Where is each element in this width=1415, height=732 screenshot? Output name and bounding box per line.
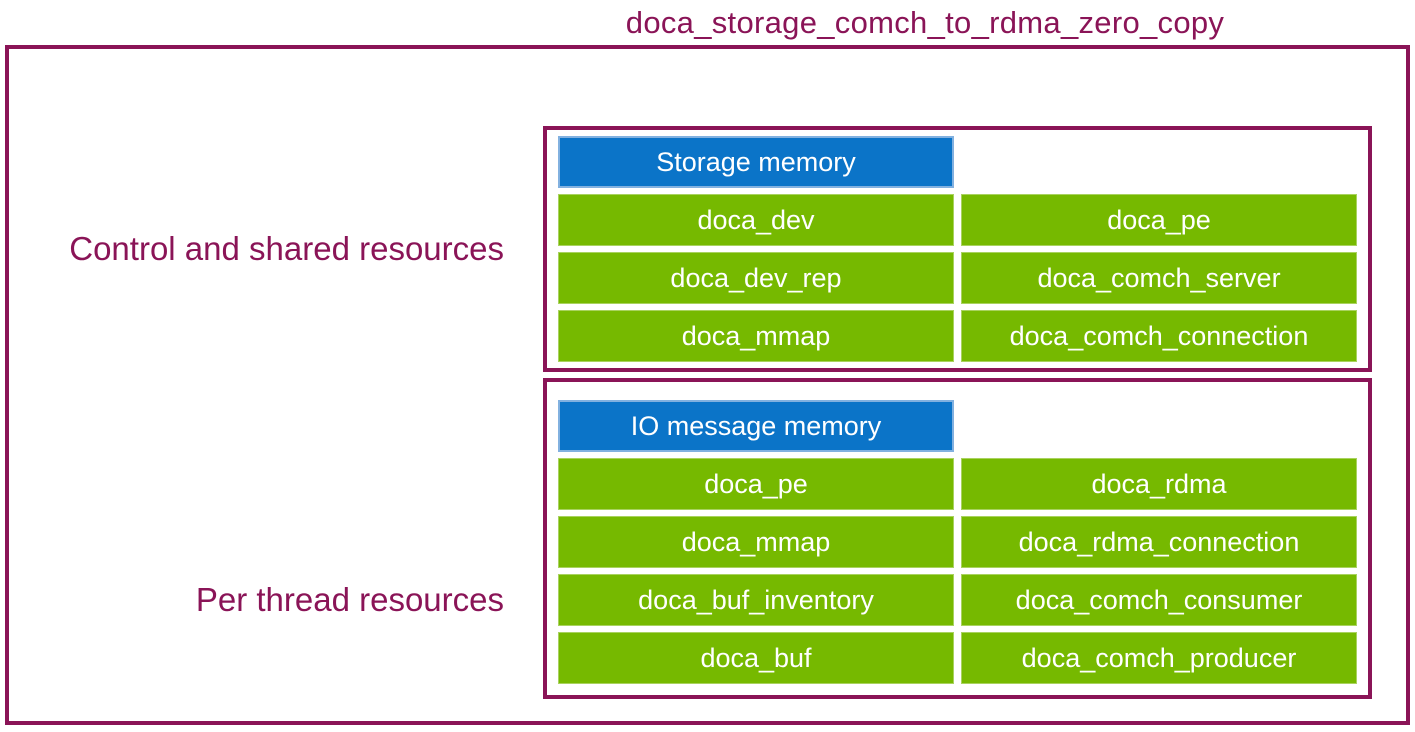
resource-cell-doca-pe: doca_pe: [558, 458, 954, 510]
resource-cell-doca-comch-server: doca_comch_server: [961, 252, 1357, 304]
section-label-control-shared-resources: Control and shared resources: [69, 230, 504, 267]
resource-cell-doca-dev: doca_dev: [558, 194, 954, 246]
per-thread-resources-box: IO message memory doca_pe doca_rdma doca…: [543, 378, 1372, 699]
resource-cell-doca-mmap: doca_mmap: [558, 310, 954, 362]
storage-memory-header: Storage memory: [558, 136, 954, 188]
resource-cell-doca-mmap: doca_mmap: [558, 516, 954, 568]
diagram-title: doca_storage_comch_to_rdma_zero_copy: [625, 5, 1225, 40]
empty-cell: [961, 136, 1357, 188]
resource-cell-doca-buf: doca_buf: [558, 632, 954, 684]
control-shared-resources-box: Storage memory doca_dev doca_pe doca_dev…: [543, 126, 1372, 372]
resource-cell-doca-comch-producer: doca_comch_producer: [961, 632, 1357, 684]
empty-cell: [961, 400, 1357, 452]
resource-cell-doca-pe: doca_pe: [961, 194, 1357, 246]
resource-cell-doca-dev-rep: doca_dev_rep: [558, 252, 954, 304]
resource-cell-doca-rdma: doca_rdma: [961, 458, 1357, 510]
io-message-memory-header: IO message memory: [558, 400, 954, 452]
resource-cell-doca-rdma-connection: doca_rdma_connection: [961, 516, 1357, 568]
resource-cell-doca-comch-consumer: doca_comch_consumer: [961, 574, 1357, 626]
resource-cell-doca-comch-connection: doca_comch_connection: [961, 310, 1357, 362]
section-label-per-thread-resources: Per thread resources: [195, 581, 504, 618]
outer-frame: Control and shared resources Per thread …: [5, 45, 1410, 725]
resource-cell-doca-buf-inventory: doca_buf_inventory: [558, 574, 954, 626]
